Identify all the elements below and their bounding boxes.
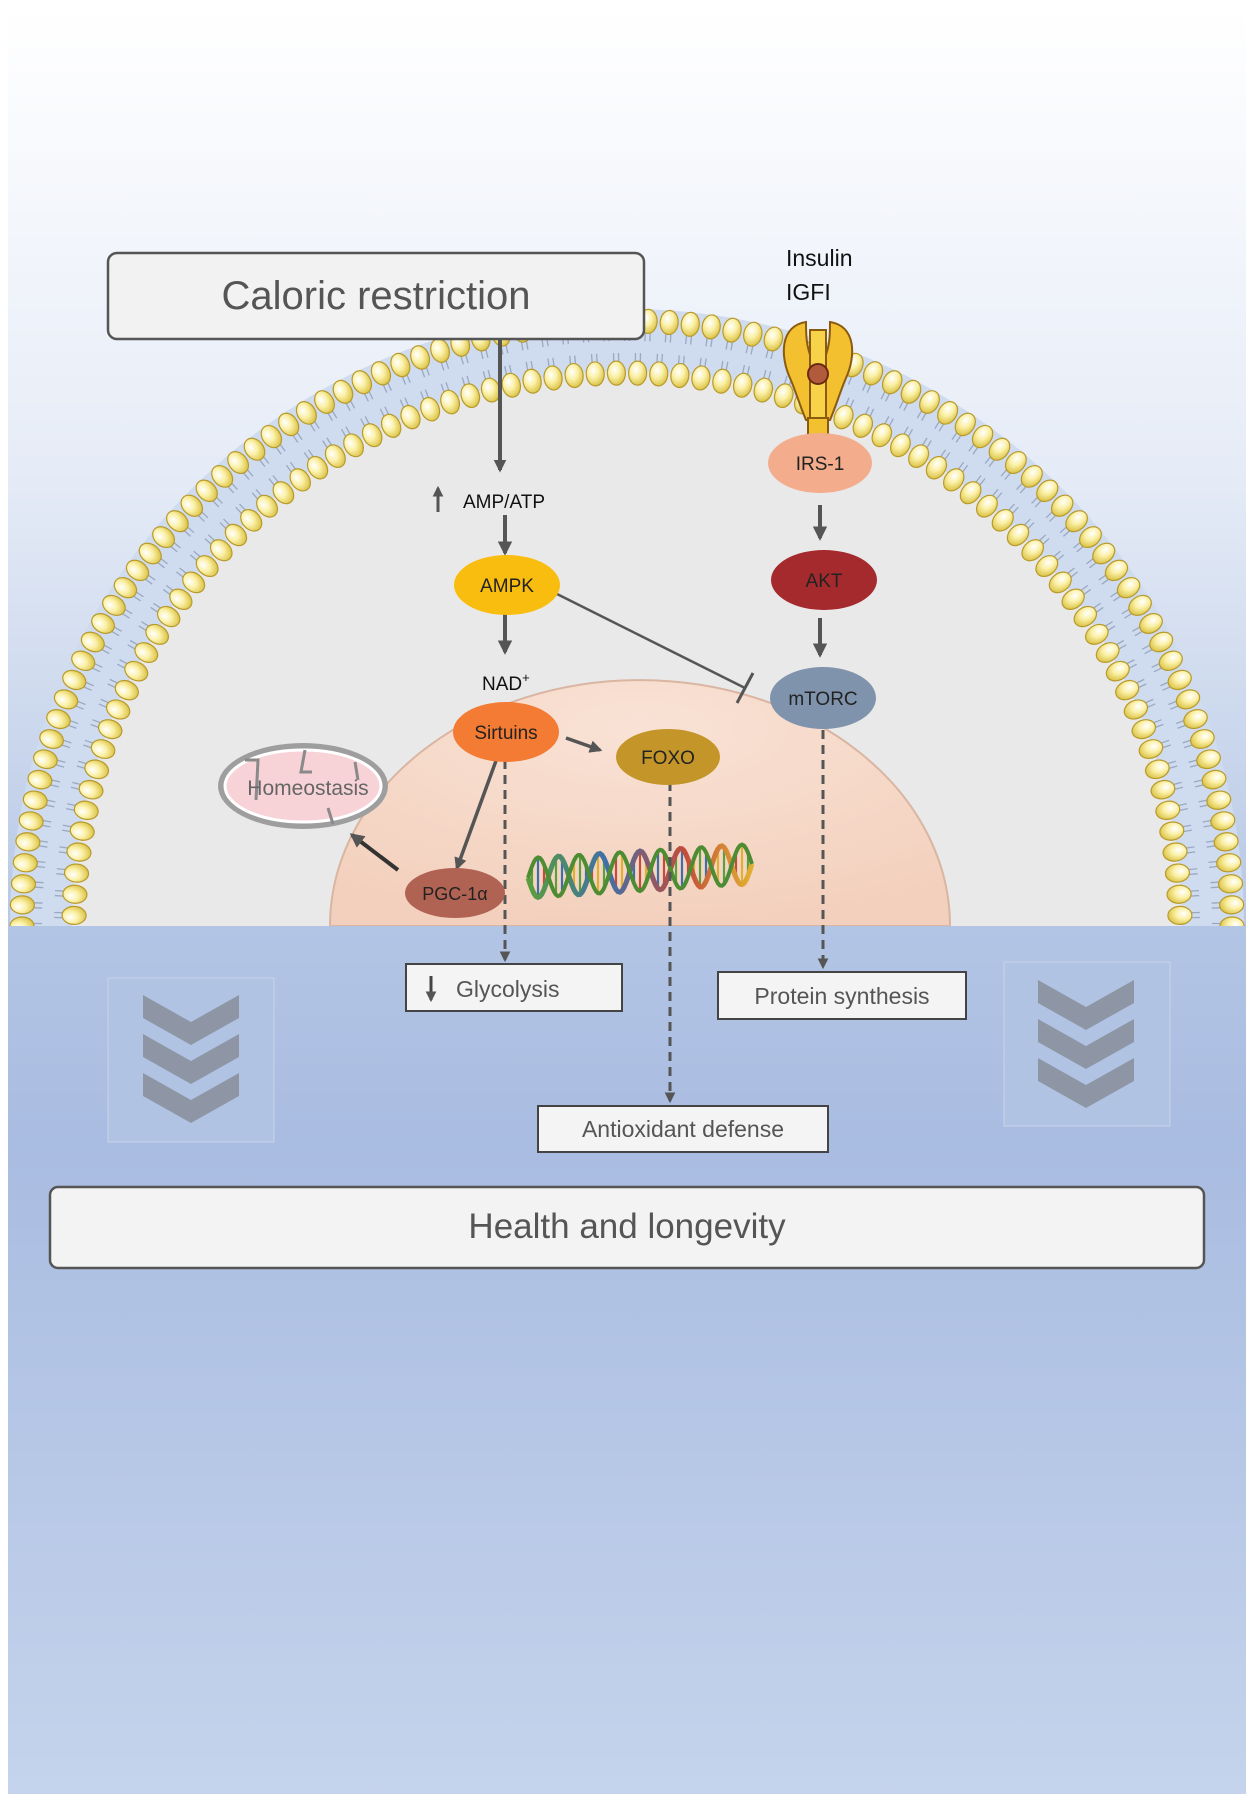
health-longevity-box: Health and longevity <box>50 1187 1204 1268</box>
igfi-label: IGFI <box>786 279 831 305</box>
irs1-label: IRS-1 <box>796 454 845 475</box>
amp-atp-label: AMP/ATP <box>463 492 545 513</box>
node-sirtuins: Sirtuins <box>453 702 559 762</box>
chevron-left-panel <box>108 978 274 1142</box>
mitochondrion: Homeostasis <box>218 743 388 829</box>
foxo-label: FOXO <box>641 748 695 769</box>
protein-synthesis-box: Protein synthesis <box>718 972 966 1019</box>
homeostasis-label: Homeostasis <box>247 777 368 800</box>
node-foxo: FOXO <box>616 729 720 785</box>
mtorc-label: mTORC <box>788 689 857 710</box>
lipid-head <box>1168 906 1192 924</box>
lipid-head <box>10 895 35 914</box>
glycolysis-label: Glycolysis <box>456 976 560 1002</box>
pgc1a-label: PGC-1α <box>422 884 487 904</box>
ampk-label: AMPK <box>480 576 534 597</box>
insulin-label: Insulin <box>786 245 852 271</box>
node-akt: AKT <box>771 550 877 610</box>
lipid-head <box>607 361 625 385</box>
health-longevity-label: Health and longevity <box>468 1207 786 1246</box>
node-irs1: IRS-1 <box>768 433 872 493</box>
sirtuins-label: Sirtuins <box>474 723 537 744</box>
lipid-head <box>1219 895 1244 914</box>
lipid-head <box>62 906 86 924</box>
antioxidant-defense-box: Antioxidant defense <box>538 1106 828 1152</box>
node-ampk: AMPK <box>454 555 560 615</box>
lipid-head <box>628 361 646 385</box>
antioxidant-defense-label: Antioxidant defense <box>582 1116 784 1142</box>
glycolysis-box: Glycolysis <box>406 964 622 1011</box>
chevron-right-panel <box>1004 962 1170 1126</box>
caloric-restriction-box: Caloric restriction <box>108 253 644 339</box>
akt-label: AKT <box>806 571 843 592</box>
node-pgc1a: PGC-1α <box>405 868 505 918</box>
protein-synthesis-label: Protein synthesis <box>754 983 929 1009</box>
caloric-restriction-label: Caloric restriction <box>222 274 531 318</box>
node-mtorc: mTORC <box>770 667 876 729</box>
